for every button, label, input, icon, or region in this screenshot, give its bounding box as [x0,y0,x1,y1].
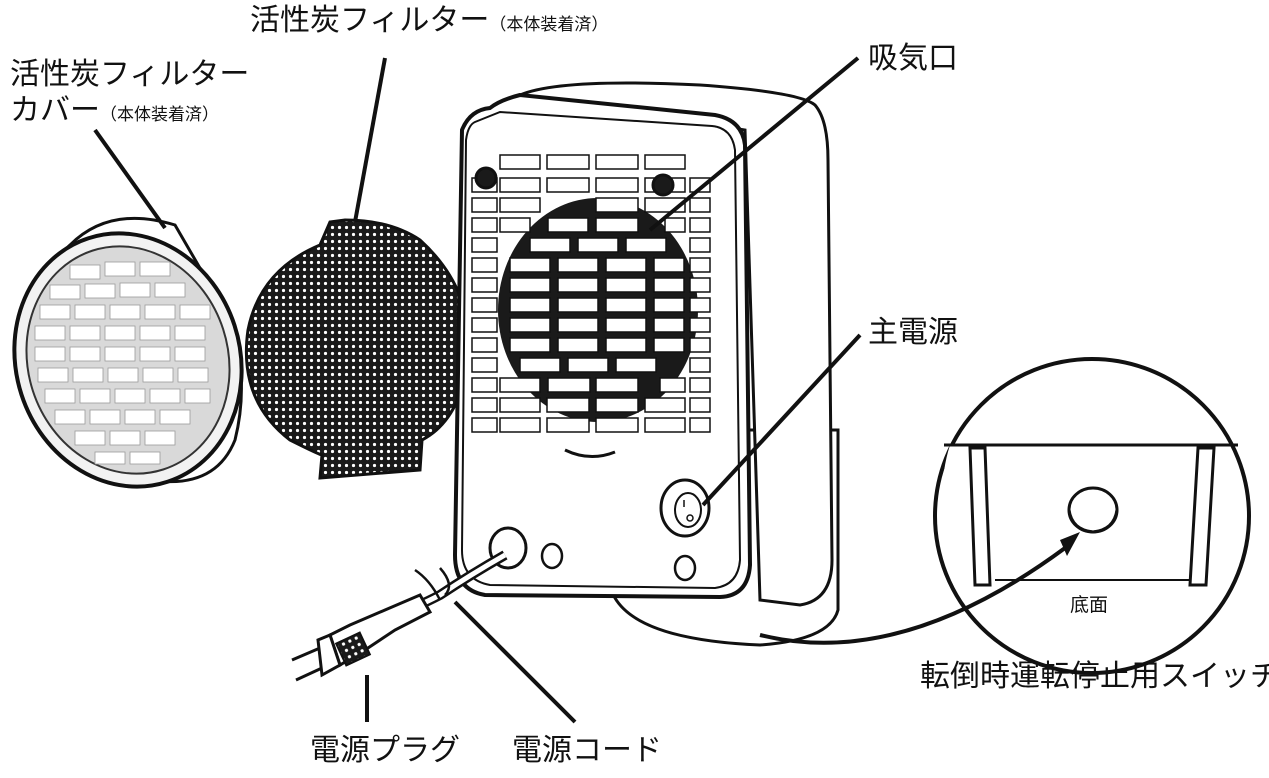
arrow-head [1060,532,1080,556]
label-power-plug: 電源プラグ [310,733,460,768]
label-carbon-filter: 活性炭フィルター（本体装着済） [250,3,609,38]
plug-prongs [291,646,323,682]
label-intake: 吸気口 [868,41,958,76]
filter-cover [12,216,244,489]
label-filter-cover-line2: カバー（本体装着済） [10,93,219,128]
intake-grille [471,154,711,433]
label-main-power: 主電源 [868,315,958,350]
foot-right [1188,446,1216,587]
label-filter-cover-line1: 活性炭フィルター [10,57,250,92]
grille-screws [474,166,675,197]
filter-cover-grid [34,261,211,465]
power-plug [291,593,433,682]
main-power-switch [659,478,711,538]
handle-slot [564,448,616,458]
heater-body [452,81,840,647]
label-tip-over-switch: 転倒時運転停止用スイッチ [920,659,1269,694]
indicator-light [540,542,564,570]
leader-lines [93,56,1067,724]
indicator-light [673,554,697,582]
carbon-filter [244,218,471,480]
label-bottom: 底面 [1070,594,1109,616]
bottom-detail [933,357,1251,675]
foot-left [968,446,992,587]
label-power-cord: 電源コード [512,733,662,768]
